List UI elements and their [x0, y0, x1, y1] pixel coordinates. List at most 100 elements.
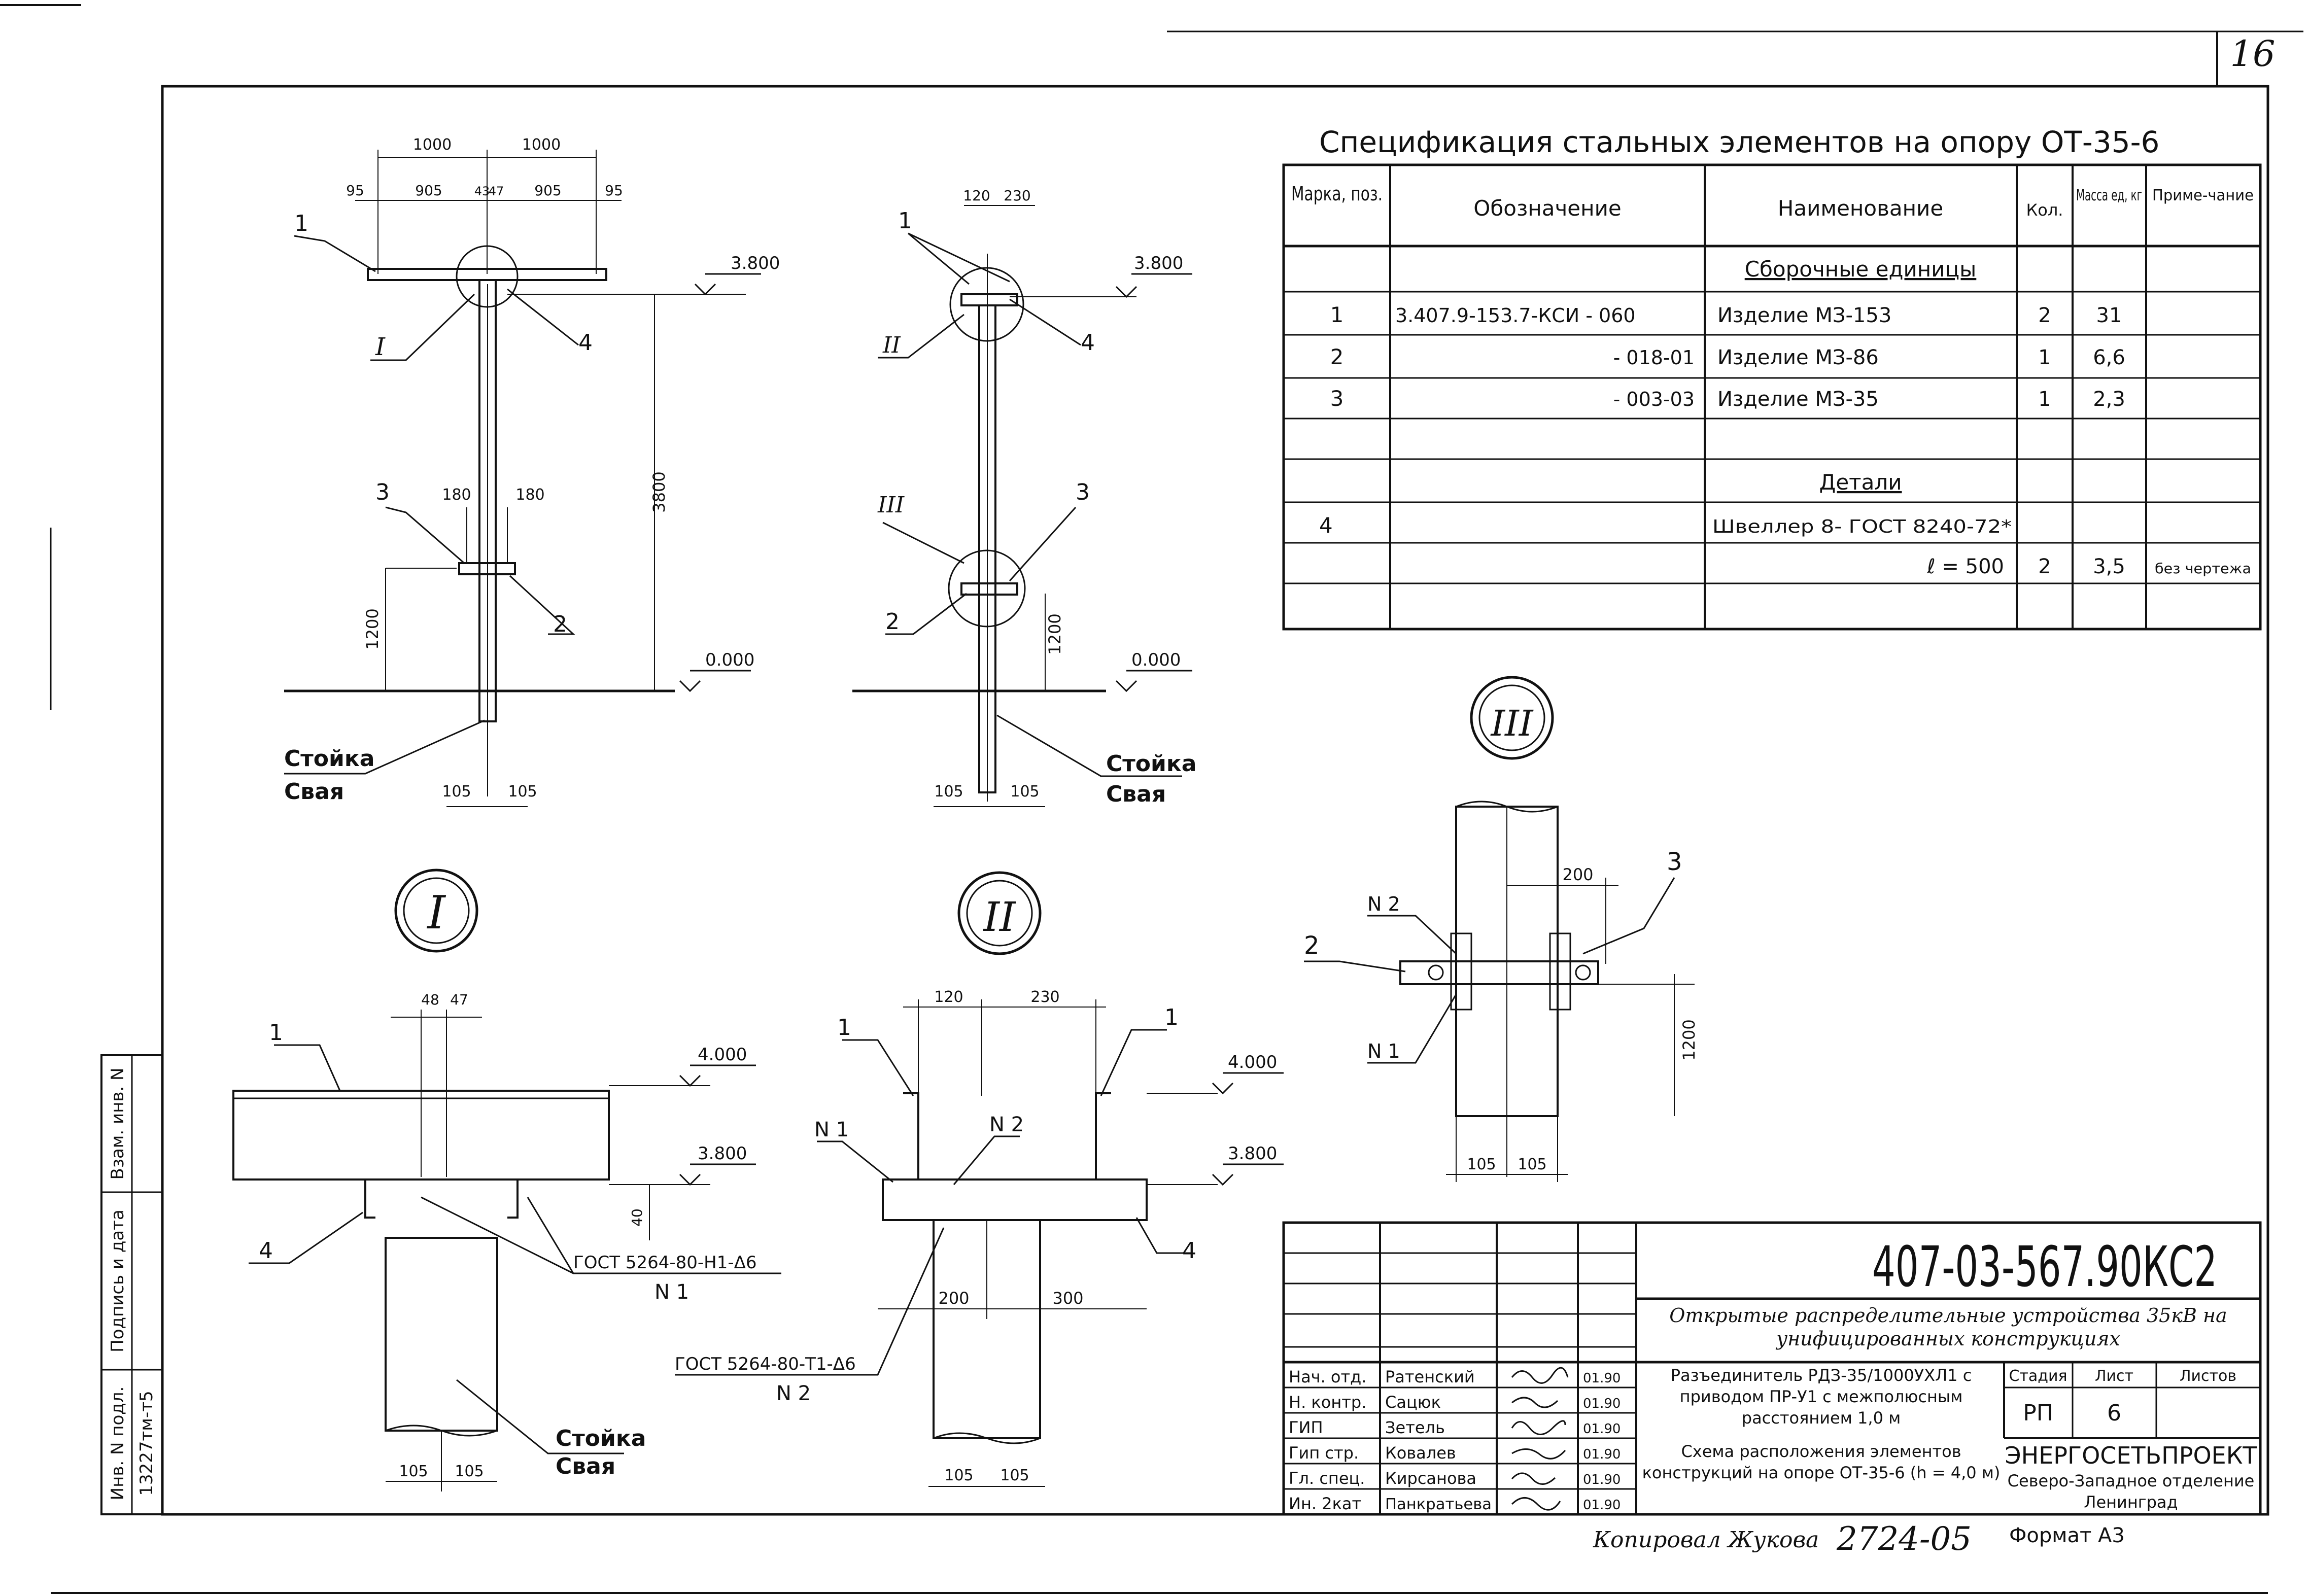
name-5: Панкратьева [1385, 1496, 1492, 1513]
n2-label-c: N 2 [1367, 893, 1400, 915]
sheet-value: 6 [2107, 1400, 2121, 1426]
row2-designation: - 018-01 [1613, 346, 1695, 369]
date-0: 01.90 [1583, 1371, 1621, 1386]
name-1: Сацюк [1385, 1393, 1441, 1412]
copied-by: Копировал Жукова [1593, 1527, 1819, 1553]
org-name: ЭНЕРГОСЕТЬПРОЕКТ [2005, 1442, 2258, 1469]
dim-105c: 105 [934, 783, 963, 801]
hdr-note: Приме-чание [2152, 187, 2254, 204]
pos1-c: 1 [269, 1020, 283, 1046]
detail-qty: 2 [2038, 555, 2051, 578]
dim-230b: 230 [1030, 988, 1059, 1006]
name-2: Зетель [1385, 1418, 1445, 1437]
pos4-c: 4 [259, 1238, 273, 1264]
elevation-front: 1000 1000 95 905 43 47 905 95 180 180 38… [284, 136, 780, 807]
elev-0000b: 0.000 [1131, 650, 1181, 670]
label-stoika-c: Стойка [556, 1426, 646, 1451]
callout-II-circle: II [982, 893, 1016, 941]
row3-mass: 2,3 [2093, 388, 2125, 411]
row1-mass: 31 [2096, 304, 2122, 327]
side-inv-podl: Инв. N подл. [108, 1386, 128, 1501]
row2-mass: 6,6 [2093, 346, 2125, 369]
drawing-frame [161, 85, 2269, 1516]
pos1-a: 1 [294, 211, 308, 236]
elev-4000b: 4.000 [1228, 1052, 1277, 1072]
detail-mass: 3,5 [2093, 555, 2125, 578]
row3-qty: 1 [2038, 388, 2051, 411]
copy-number: 2724-05 [1836, 1520, 1972, 1558]
dim-120b: 120 [934, 988, 963, 1006]
gost-n1: ГОСТ 5264-80-Н1-Δ6 [573, 1253, 757, 1273]
detail-I: 48 47 1 4 4.000 3.800 40 ГОСТ 5264-80-Н1… [232, 991, 781, 1491]
dim-95b: 95 [605, 182, 623, 199]
n2-label-a: N 2 [989, 1113, 1024, 1136]
elev-3800a: 3.800 [731, 253, 780, 273]
section-assembly: Сборочные единицы [1745, 257, 1977, 282]
pos4-a: 4 [578, 330, 593, 356]
row1-qty: 2 [2038, 304, 2051, 327]
dim-105j: 105 [1518, 1156, 1546, 1173]
sheet-label: Лист [2095, 1367, 2133, 1385]
dim-1000a: 1000 [413, 136, 452, 154]
row3-designation: - 003-03 [1613, 388, 1695, 410]
dim-43: 43 [474, 184, 490, 198]
dim-47b: 47 [450, 991, 468, 1008]
row1-mark: 1 [1330, 302, 1344, 327]
elev-3800d: 3.800 [1228, 1143, 1277, 1164]
callout-II-label: II [882, 332, 901, 358]
detail-III: 200 3 2 N 2 N 1 1200 105 105 [1304, 801, 1699, 1182]
dim-47: 47 [489, 184, 504, 198]
name-4: Кирсанова [1385, 1469, 1476, 1488]
callout-circles: I II III [394, 676, 1554, 955]
role-0: Нач. отд. [1289, 1367, 1366, 1386]
name-3: Ковалев [1385, 1443, 1456, 1463]
label-svaya-c: Свая [556, 1453, 615, 1479]
row2-name: Изделие МЗ-86 [1717, 346, 1879, 369]
dim-105i: 105 [1467, 1156, 1496, 1173]
callout-I-circle: I [426, 886, 446, 940]
dim-905b: 905 [534, 182, 561, 199]
elev-3800b: 3.800 [1134, 253, 1183, 273]
date-5: 01.90 [1583, 1498, 1621, 1513]
pos1-d: 1 [837, 1015, 851, 1040]
name-0: Ратенский [1385, 1367, 1475, 1386]
drawing-title: Схема расположения элементов конструкций… [1642, 1442, 2001, 1482]
spec-title: Спецификация стальных элементов на опору… [1319, 125, 2159, 159]
gost-n2: ГОСТ 5264-80-Т1-Δ6 [675, 1354, 856, 1374]
n1-label-b: N 1 [814, 1118, 849, 1141]
callout-III-circle: III [1490, 703, 1534, 744]
sheet-description: Разъединитель РДЗ-35/1000УХЛ1 с приводом… [1670, 1366, 1972, 1428]
row1-designation: 3.407.9-153.7-КСИ - 060 [1395, 304, 1636, 327]
title-block: 407-03-567.90КС2 Открытые распределитель… [1282, 1221, 2262, 1516]
dim-120: 120 [963, 187, 990, 204]
org-city: Ленинград [2084, 1493, 2178, 1512]
pos2-a: 2 [553, 611, 567, 637]
project-title: Открытые распределительные устройства 35… [1669, 1304, 2227, 1350]
dim-200b: 200 [1562, 865, 1593, 884]
side-podpis: Подпись и дата [108, 1209, 128, 1352]
date-1: 01.90 [1583, 1396, 1621, 1411]
spec-table: Спецификация стальных элементов на опору… [1282, 125, 2262, 631]
dim-105f: 105 [455, 1463, 484, 1480]
dim-180b: 180 [515, 486, 544, 504]
n2-label-b: N 2 [776, 1382, 811, 1405]
pos3-c: 3 [1667, 848, 1682, 876]
dim-230: 230 [1004, 187, 1030, 204]
page-number: 16 [2230, 33, 2275, 75]
dim-105g: 105 [944, 1467, 973, 1484]
signatures [1511, 1367, 1569, 1511]
dim-95a: 95 [346, 182, 364, 199]
dim-105h: 105 [1000, 1467, 1029, 1484]
dim-1200: 1200 [363, 608, 382, 649]
hdr-mark: Марка, поз. [1291, 183, 1383, 205]
hdr-mass: Масса ед, кг [2076, 187, 2142, 204]
pos4-d: 4 [1182, 1238, 1196, 1264]
dim-200: 200 [938, 1289, 969, 1308]
side-stamp: Взам. инв. N Подпись и дата Инв. N подл.… [100, 1054, 163, 1515]
row2-mark: 2 [1330, 344, 1344, 369]
label-stoika-b: Стойка [1106, 751, 1196, 777]
callout-III-label: III [877, 492, 905, 518]
pos4-b: 4 [1081, 330, 1095, 356]
hdr-qty: Кол. [2026, 200, 2063, 220]
